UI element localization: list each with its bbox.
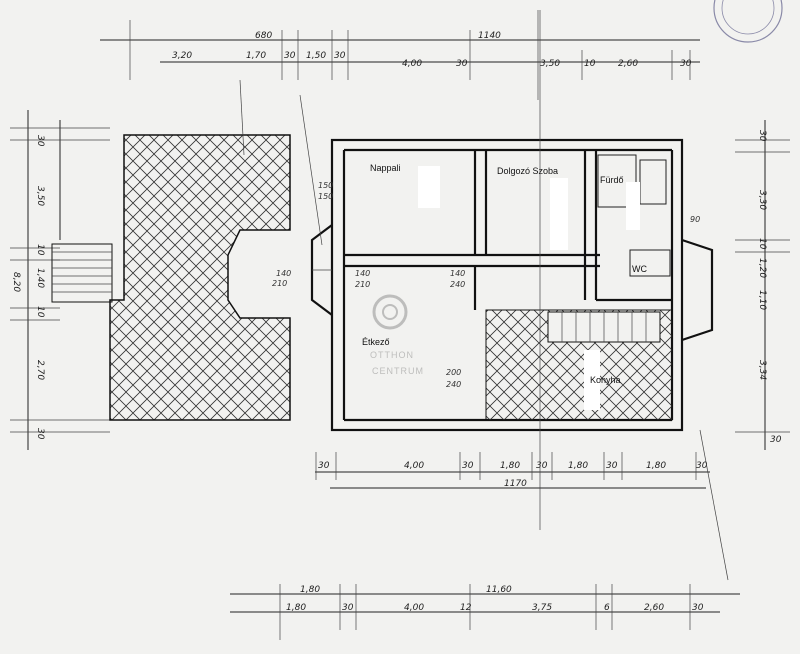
dim-top-5: 30 (334, 51, 346, 61)
dim-top-10: 2,60 (618, 59, 638, 69)
dim-right-2: 3,30 (757, 190, 767, 210)
room-label-etkezo: Étkező (362, 337, 390, 347)
dim-bottom2-0: 1,80 (300, 585, 320, 595)
left-dimensions: 30 3,50 10 1,40 10 2,70 30 8,20 (10, 110, 110, 450)
dim-left-total: 8,20 (11, 272, 21, 292)
right-dimensions: 30 3,30 10 1,20 1,10 3,34 30 (735, 120, 790, 450)
bottom-dimensions-1: 30 4,00 30 1,80 30 1,80 30 1,80 30 1170 (315, 452, 710, 489)
dim-bottom1-4: 1,80 (500, 461, 520, 471)
dim-bottom2-5: 3,75 (532, 603, 552, 613)
dim-top-1: 3,20 (172, 51, 192, 61)
dim-left-7: 30 (35, 428, 45, 440)
stairs-left (51, 243, 113, 303)
dim-left-4: 1,40 (35, 268, 45, 288)
dim-bottom1-9: 30 (696, 461, 708, 471)
dim-right-4: 1,20 (757, 258, 767, 278)
opening-8: 150 (318, 192, 333, 201)
opening-7: 150 (318, 181, 333, 190)
dim-bottom2-total: 11,60 (486, 585, 512, 595)
dim-left-5: 10 (35, 306, 45, 318)
opening-annotations: 140 210 140 210 140 240 150 150 200 240 … (272, 181, 700, 389)
dim-top-11: 30 (680, 59, 692, 69)
room-label-dolgozo: Dolgozó Szoba (497, 166, 558, 176)
opening-9: 200 (446, 368, 461, 377)
top-dimensions: 680 1140 3,20 1,70 30 1,50 30 4,00 30 3,… (100, 10, 700, 100)
dim-top-total-a: 680 (255, 31, 272, 41)
dim-top-7: 30 (456, 59, 468, 69)
room-label-wc: WC (632, 264, 647, 274)
dim-bottom1-2: 4,00 (404, 461, 424, 471)
opening-6: 240 (450, 280, 465, 289)
dim-bottom2-6: 6 (604, 603, 610, 613)
room-label-furdo: Fürdő (600, 175, 624, 185)
dim-top-total-b: 1140 (478, 31, 501, 41)
dim-left-3: 10 (35, 244, 45, 256)
stairs-kitchen (547, 311, 661, 343)
bottom-dimensions-2: 1,80 1,80 30 4,00 12 3,75 6 2,60 30 11,6… (230, 584, 740, 640)
dim-top-4: 1,50 (306, 51, 326, 61)
opening-10: 240 (446, 380, 461, 389)
stamp (713, 0, 783, 43)
dim-top-6: 4,00 (402, 59, 422, 69)
dim-right-1: 30 (757, 130, 767, 142)
dim-right-5: 1,10 (757, 290, 767, 310)
dim-bottom2-4: 12 (460, 603, 472, 613)
opening-4: 210 (355, 280, 370, 289)
dim-bottom2-3: 4,00 (404, 603, 424, 613)
dim-left-1: 30 (35, 135, 45, 147)
bay-window (310, 224, 333, 316)
opening-1: 140 (276, 269, 291, 278)
room-label-nappali: Nappali (370, 163, 401, 173)
watermark: OTTHON CENTRUM (370, 294, 424, 376)
dim-bottom2-1: 1,80 (286, 603, 306, 613)
dim-top-3: 30 (284, 51, 296, 61)
dim-right-7: 30 (770, 435, 782, 445)
redaction-blocks (418, 166, 640, 410)
dim-bottom2-8: 30 (692, 603, 704, 613)
dim-bottom1-5: 30 (536, 461, 548, 471)
dim-bottom2-2: 30 (342, 603, 354, 613)
opening-2: 210 (272, 279, 287, 288)
room-label-konyha: Konyha (590, 375, 621, 385)
dim-bottom2-7: 2,60 (644, 603, 664, 613)
right-bay (681, 238, 714, 342)
dim-left-2: 3,50 (35, 186, 45, 206)
watermark-line1: OTTHON (370, 350, 414, 360)
dim-bottom1-6: 1,80 (568, 461, 588, 471)
dim-bottom1-7: 30 (606, 461, 618, 471)
dim-left-6: 2,70 (35, 360, 45, 380)
dim-right-6: 3,34 (757, 360, 767, 380)
watermark-line2: CENTRUM (372, 366, 424, 376)
leader-lines (239, 10, 729, 581)
dim-bottom1-3: 30 (462, 461, 474, 471)
dim-bottom1-total: 1170 (504, 479, 527, 489)
opening-5: 140 (450, 269, 465, 278)
opening-3: 140 (355, 269, 370, 278)
dim-top-8: 3,50 (540, 59, 560, 69)
dim-bottom1-8: 1,80 (646, 461, 666, 471)
opening-11: 90 (690, 215, 700, 224)
dim-top-2: 1,70 (246, 51, 266, 61)
dim-right-3: 10 (757, 238, 767, 250)
dim-top-9: 10 (584, 59, 596, 69)
dim-bottom1-1: 30 (318, 461, 330, 471)
terrace-left (109, 134, 291, 421)
